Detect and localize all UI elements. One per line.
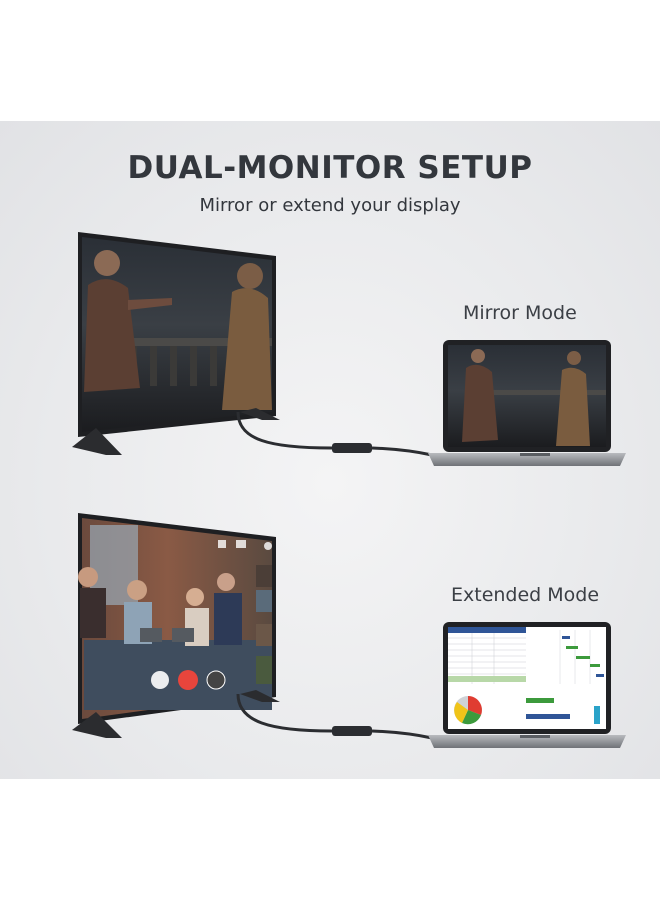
adapter-dongle-mirror (332, 443, 372, 453)
extended-mode-group (72, 513, 626, 748)
hdmi-cable-extended (236, 693, 333, 733)
more-icon (264, 542, 272, 550)
speaker-icon (218, 540, 226, 548)
extended-mode-label: Extended Mode (451, 584, 600, 606)
tv-extended (72, 513, 280, 738)
mute-icon (151, 671, 169, 689)
laptop-extended (428, 622, 626, 748)
adapter-dongle-extended (332, 726, 372, 736)
video-icon (206, 670, 226, 690)
mirror-mode-group (72, 232, 626, 466)
banner-title: DUAL-MONITOR SETUP (127, 150, 533, 186)
laptop-mirror (428, 340, 626, 466)
hdmi-cable-mirror (236, 411, 333, 450)
banner-subtitle: Mirror or extend your display (199, 195, 461, 216)
tv-mirror (72, 232, 280, 455)
mirror-mode-label: Mirror Mode (463, 302, 577, 324)
call-end-icon (178, 670, 198, 690)
participants-icon (236, 540, 246, 548)
